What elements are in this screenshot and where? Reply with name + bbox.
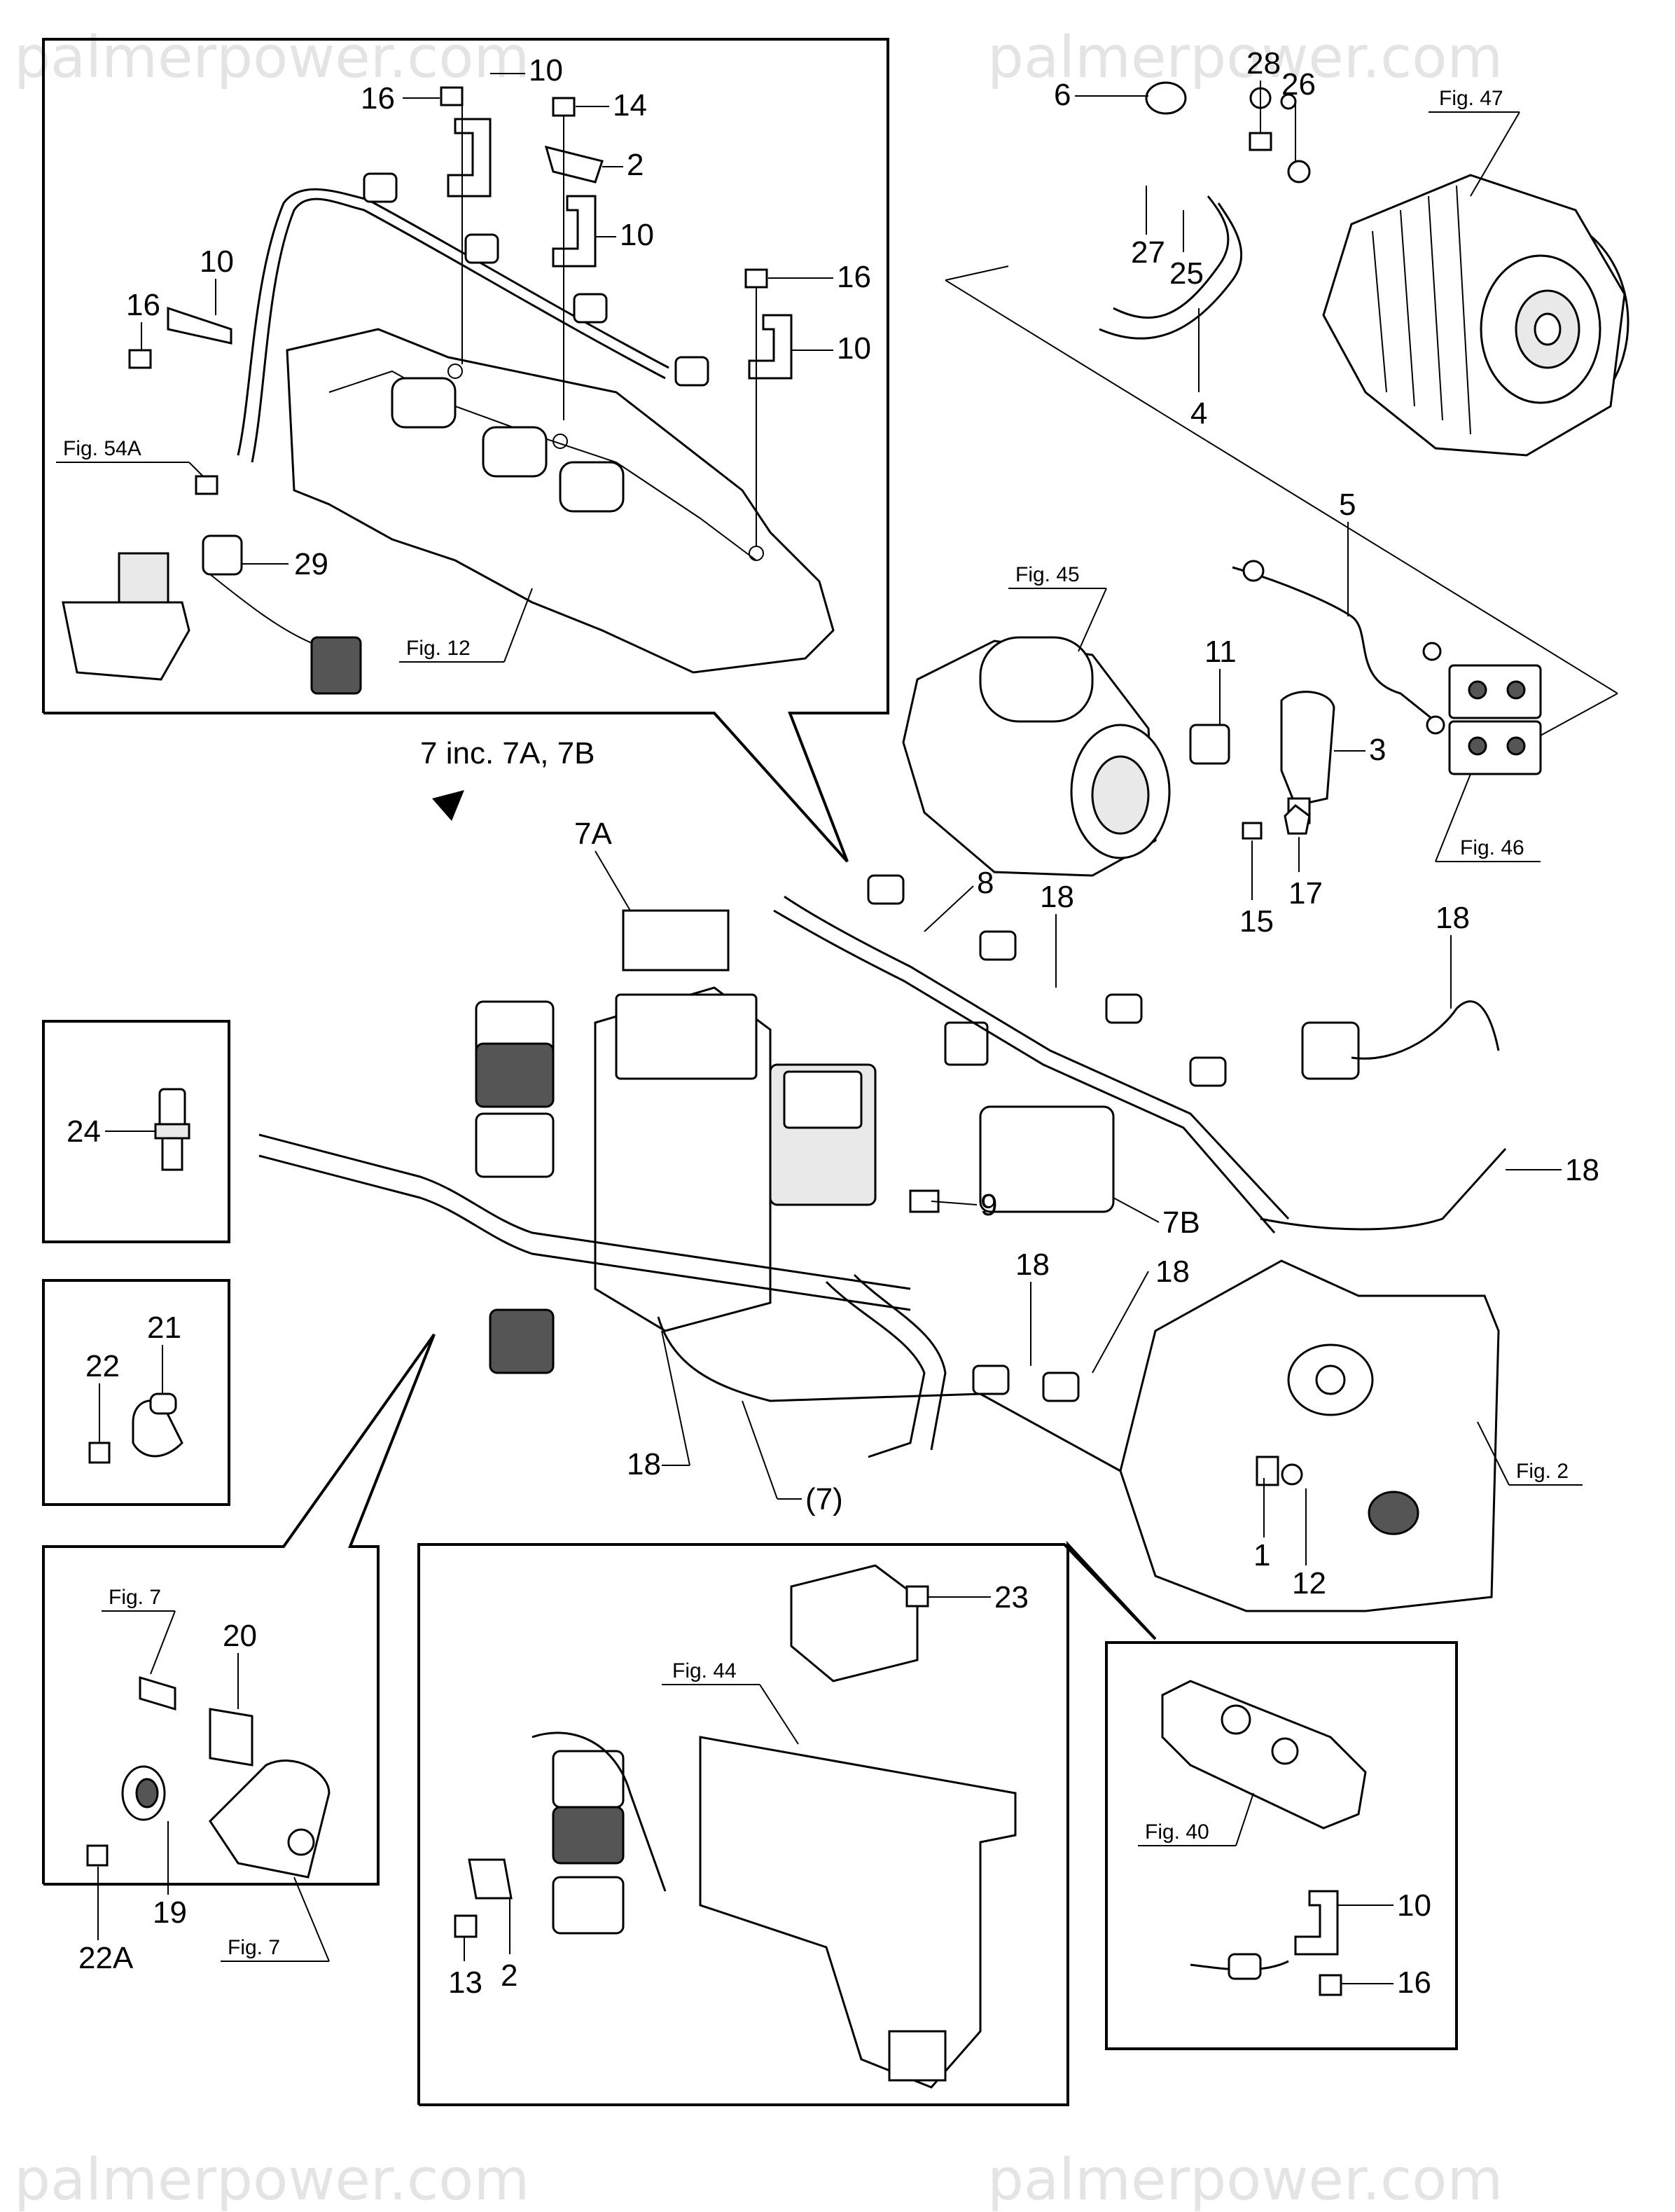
fig-ref-40: Fig. 40 xyxy=(1145,1820,1209,1844)
fig-ref-54a: Fig. 54A xyxy=(63,437,141,460)
callout-8: 8 xyxy=(977,866,994,900)
callout-4: 4 xyxy=(1190,396,1207,431)
watermark-bottom-left: palmerpower.com xyxy=(14,2147,529,2212)
callout-18-a: 18 xyxy=(1040,880,1074,914)
mount-bracket-group xyxy=(86,1675,331,1879)
main-harness xyxy=(258,874,1507,1612)
callout-14: 14 xyxy=(613,88,647,123)
callout-2-b: 2 xyxy=(501,1958,517,1993)
fig-ref-7-b: Fig. 7 xyxy=(228,1936,280,1959)
callout-29: 29 xyxy=(294,547,328,581)
callout-18-d: 18 xyxy=(1015,1247,1050,1282)
callout-16-a: 16 xyxy=(361,81,395,116)
callout-23: 23 xyxy=(994,1580,1029,1615)
callout-19: 19 xyxy=(153,1895,187,1930)
callout-18-c: 18 xyxy=(1565,1153,1599,1187)
callout-22: 22 xyxy=(85,1349,120,1383)
callout-18-b: 18 xyxy=(1436,901,1470,935)
fig-ref-47: Fig. 47 xyxy=(1439,87,1503,110)
fig-ref-7-a: Fig. 7 xyxy=(109,1586,161,1609)
callout-18-e: 18 xyxy=(1155,1254,1190,1289)
callout-7a: 7A xyxy=(574,817,612,851)
fig-ref-45: Fig. 45 xyxy=(1015,563,1080,586)
watermark-top-right: palmerpower.com xyxy=(987,25,1503,91)
callout-25: 25 xyxy=(1169,256,1204,291)
callout-27: 27 xyxy=(1131,235,1165,270)
callout-16-d: 16 xyxy=(1397,1965,1431,2000)
detail-box-21-22 xyxy=(42,1279,230,1506)
callout-10-b: 10 xyxy=(620,218,654,252)
callout-15: 15 xyxy=(1239,904,1274,939)
fig-ref-12: Fig. 12 xyxy=(406,637,471,660)
watermark-bottom-right: palmerpower.com xyxy=(987,2147,1503,2212)
callout-12: 12 xyxy=(1292,1566,1326,1601)
callout-7-inc: 7 inc. 7A, 7B xyxy=(420,736,595,770)
callout-10-c: 10 xyxy=(837,331,871,366)
callout-10-a: 10 xyxy=(529,53,563,88)
callout-24: 24 xyxy=(67,1114,101,1149)
direction-arrow xyxy=(432,790,464,821)
callout-16-c: 16 xyxy=(126,288,160,322)
detail-box-bottom-left xyxy=(42,1333,436,1886)
alternator-group xyxy=(902,81,1629,877)
callout-22a: 22A xyxy=(78,1941,134,1975)
callout-11: 11 xyxy=(1204,635,1237,669)
detail-box-bottom-right xyxy=(1105,1641,1458,2050)
callout-2-a: 2 xyxy=(627,148,644,182)
fig-ref-2: Fig. 2 xyxy=(1516,1460,1569,1483)
callout-1: 1 xyxy=(1253,1538,1270,1572)
callout-16-b: 16 xyxy=(837,260,871,294)
callout-26: 26 xyxy=(1281,67,1316,102)
callout-20: 20 xyxy=(223,1619,257,1653)
callout-6: 6 xyxy=(1054,78,1071,112)
callout-10-e: 10 xyxy=(1397,1888,1431,1923)
fig-ref-44: Fig. 44 xyxy=(672,1659,737,1682)
part-24-switch xyxy=(154,1088,190,1171)
callout-28: 28 xyxy=(1246,46,1281,81)
callout-7-paren: (7) xyxy=(805,1482,843,1516)
callout-17: 17 xyxy=(1288,876,1323,911)
detail-box-bottom-middle xyxy=(417,1540,1157,2106)
fig-ref-46: Fig. 46 xyxy=(1460,836,1524,859)
callout-3: 3 xyxy=(1369,733,1386,767)
relay-bracket-group xyxy=(454,1564,1017,2089)
callout-21: 21 xyxy=(147,1311,181,1345)
callout-7b: 7B xyxy=(1162,1205,1200,1240)
callout-10-d: 10 xyxy=(200,244,234,279)
watermark-top-left: palmerpower.com xyxy=(14,25,529,91)
fig40-bracket-group xyxy=(1161,1680,1367,1996)
callout-13: 13 xyxy=(448,1965,482,2000)
callout-9: 9 xyxy=(980,1188,997,1222)
detail-box-top-left xyxy=(42,38,889,863)
part-21-clamp xyxy=(88,1392,183,1464)
callout-5: 5 xyxy=(1339,488,1356,522)
callout-18-f: 18 xyxy=(627,1447,661,1481)
detail-box-24 xyxy=(42,1020,230,1243)
